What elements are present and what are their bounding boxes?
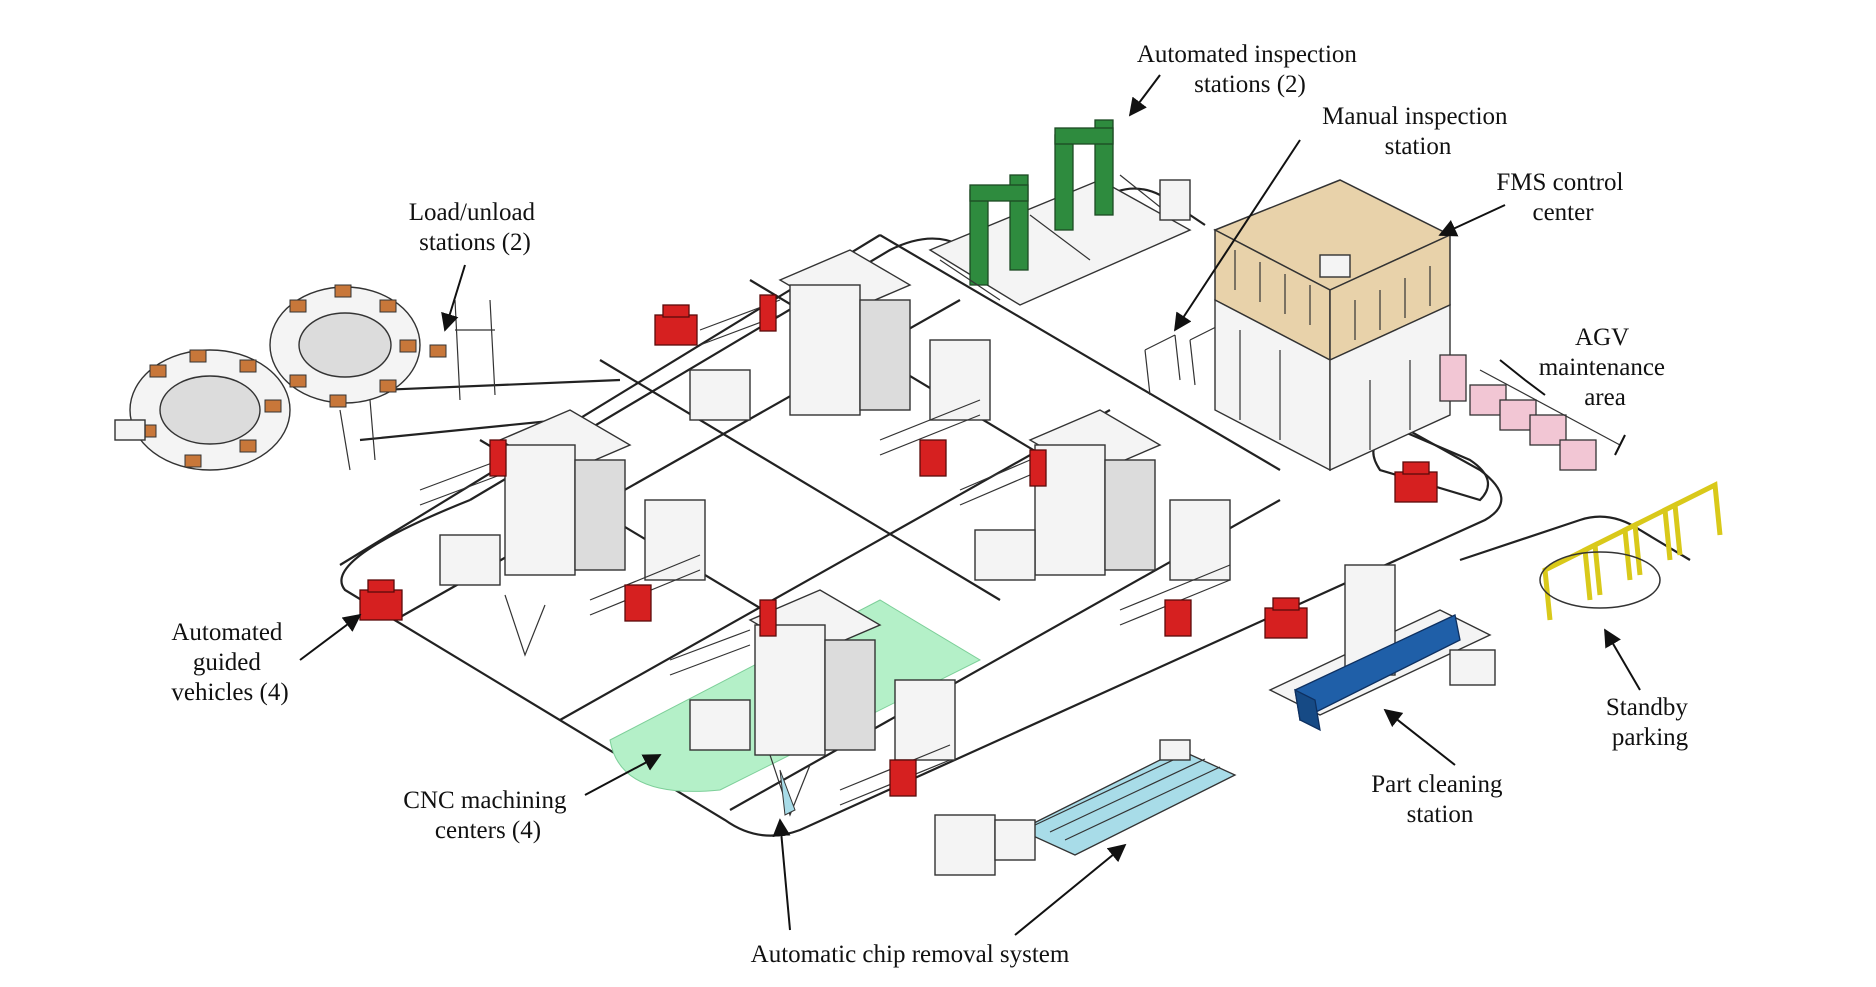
agv-track-network: [339, 187, 1691, 837]
label-agv-maintenance: AGV maintenance area: [1539, 324, 1672, 411]
fixture-pallets: [139, 284, 447, 468]
label-automated-inspection: Automated inspection stations (2): [1137, 41, 1363, 98]
standby-parking: [1539, 481, 1723, 621]
label-manual-inspection: Manual inspection station: [1322, 103, 1514, 160]
part-cleaning-station: [1268, 564, 1496, 732]
chip-removal-system: [934, 739, 1237, 876]
label-fms-control-center: FMS control center: [1496, 169, 1629, 226]
label-cnc-machining: CNC machining centers (4): [403, 787, 572, 844]
automated-inspection-stations: [928, 119, 1192, 306]
agv-vehicle-icon: [1264, 597, 1308, 639]
agv-maintenance-area: [1439, 354, 1621, 471]
label-chip-removal: Automatic chip removal system: [751, 941, 1070, 968]
label-standby-parking: Standby parking: [1606, 694, 1694, 751]
chip-conveyors: [504, 594, 811, 817]
cnc-machine-icon: [689, 249, 991, 456]
cnc-machining-centers: [419, 249, 1231, 806]
agv-vehicle-icon: [1394, 461, 1438, 503]
load-unload-stations: [114, 284, 496, 471]
label-load-unload: Load/unload stations (2): [409, 199, 542, 256]
leader-arrows: [299, 74, 1641, 936]
agv-vehicle-icon: [359, 579, 403, 621]
cnc-machine-icon: [959, 409, 1231, 626]
label-part-cleaning: Part cleaning station: [1371, 771, 1508, 828]
cnc-machine-icon: [419, 409, 706, 616]
manual-inspection-station: [1144, 324, 1226, 396]
agv-vehicle-icon: [654, 304, 698, 346]
fms-control-center-building: [1213, 179, 1452, 472]
automated-guided-vehicles: [359, 294, 1438, 797]
cnc-machine-icon: [669, 589, 956, 806]
diagram-labels: Automated inspection stations (2) Manual…: [171, 41, 1694, 968]
label-agv: Automated guided vehicles (4): [171, 619, 288, 706]
